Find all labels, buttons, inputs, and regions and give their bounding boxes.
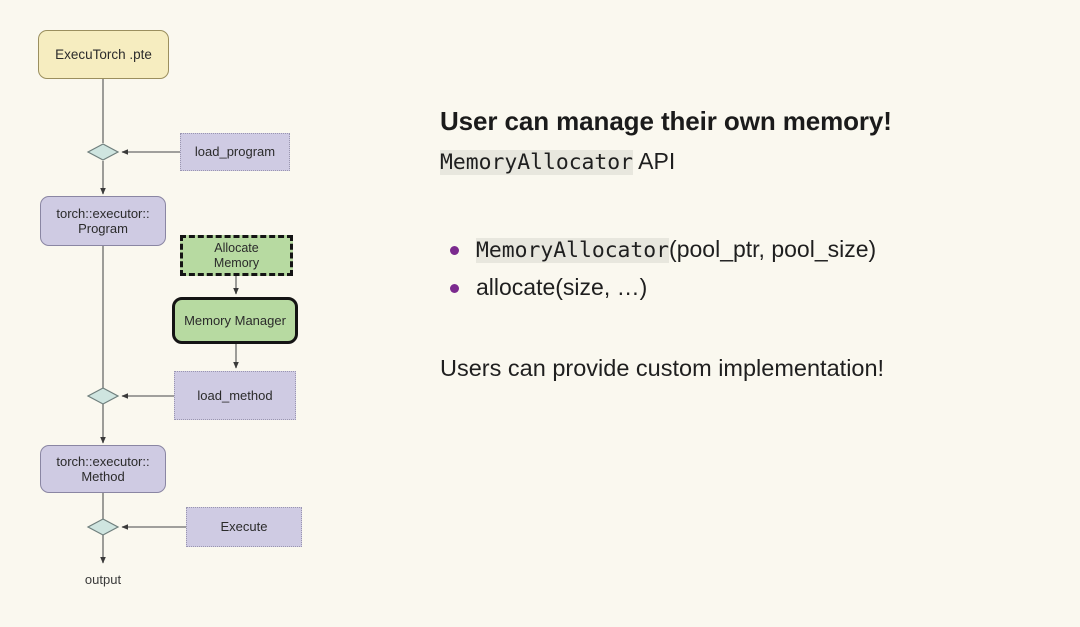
api-bullet-list: MemoryAllocator(pool_ptr, pool_size) all… xyxy=(440,234,876,308)
node-execute[interactable]: Execute xyxy=(186,507,302,547)
content-panel: User can manage their own memory! Memory… xyxy=(438,0,1068,627)
flow-diagram: ExecuTorch .pte load_program torch::exec… xyxy=(0,0,420,627)
node-torch-executor-method[interactable]: torch::executor:: Method xyxy=(40,445,166,493)
decision-diamond-3 xyxy=(86,518,120,536)
bullet-dot-icon xyxy=(450,246,459,255)
node-output-label: output xyxy=(84,572,122,588)
node-load-program[interactable]: load_program xyxy=(180,133,290,171)
closing-statement: Users can provide custom implementation! xyxy=(440,355,885,381)
list-item: allocate(size, …) xyxy=(440,272,876,303)
bullet-rest-0: (pool_ptr, pool_size) xyxy=(669,236,877,262)
decision-diamond-2 xyxy=(86,387,120,405)
node-memory-manager[interactable]: Memory Manager xyxy=(172,297,298,344)
subline: MemoryAllocator API xyxy=(440,148,675,175)
list-item: MemoryAllocator(pool_ptr, pool_size) xyxy=(440,234,876,266)
bullet-dot-icon xyxy=(450,283,459,293)
headline: User can manage their own memory! xyxy=(440,106,892,136)
bullet-code-0: MemoryAllocator xyxy=(476,238,670,263)
node-load-method[interactable]: load_method xyxy=(174,371,296,420)
node-executorch-pte[interactable]: ExecuTorch .pte xyxy=(38,30,169,79)
node-allocate-memory[interactable]: Allocate Memory xyxy=(180,235,293,276)
decision-diamond-1 xyxy=(86,143,120,161)
bullet-rest-1: allocate(size, …) xyxy=(476,273,648,300)
subline-code: MemoryAllocator xyxy=(440,150,634,175)
node-torch-executor-program[interactable]: torch::executor:: Program xyxy=(40,196,166,246)
subline-rest: API xyxy=(633,148,676,174)
diagram-connectors xyxy=(86,79,239,564)
